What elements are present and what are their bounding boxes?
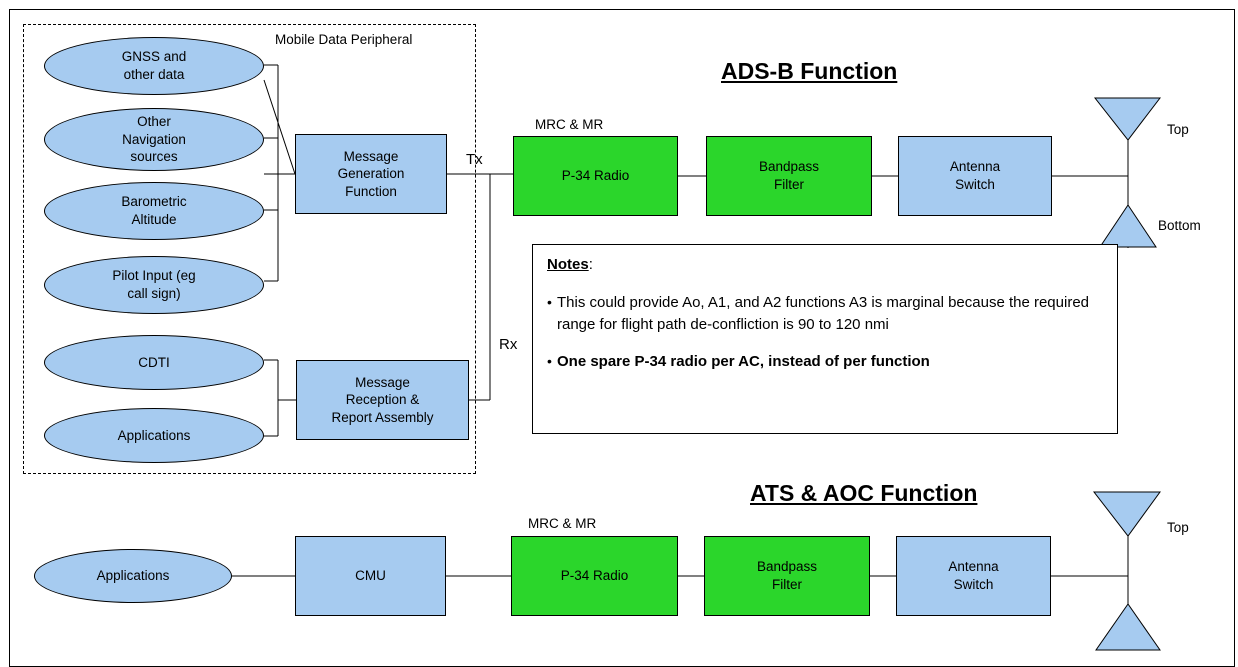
notes-box: Notes: • This could provide Ao, A1, and … [532, 244, 1118, 434]
adsb-bottom-antenna-icon [1099, 204, 1157, 248]
ats-top-label: Top [1167, 520, 1189, 535]
ats-top-antenna-icon [1092, 491, 1161, 537]
adsb-top-label: Top [1167, 122, 1189, 137]
rx-label: Rx [499, 336, 518, 353]
notes-heading: Notes: [547, 254, 1105, 276]
ats-filter-box: Bandpass Filter [704, 536, 870, 616]
other-navigation-ellipse: Other Navigation sources [44, 108, 264, 171]
ats-bottom-antenna-icon [1095, 603, 1161, 651]
ats-applications-ellipse: Applications [34, 549, 232, 603]
gnss-ellipse: GNSS and other data [44, 37, 264, 95]
ats-mrc-label: MRC & MR [528, 516, 597, 531]
ats-switch-box: Antenna Switch [896, 536, 1051, 616]
adsb-title: ADS-B Function [721, 58, 898, 84]
cdti-ellipse: CDTI [44, 335, 264, 390]
ats-title: ATS & AOC Function [750, 480, 978, 506]
mobile-data-peripheral-label: Mobile Data Peripheral [275, 32, 413, 47]
notes-item-2-text: One spare P-34 radio per AC, instead of … [557, 353, 930, 371]
adsb-switch-box: Antenna Switch [898, 136, 1052, 216]
notes-item-2: • One spare P-34 radio per AC, instead o… [547, 351, 1105, 373]
barometric-altitude-ellipse: Barometric Altitude [44, 182, 264, 240]
message-generation-box: Message Generation Function [295, 134, 447, 214]
notes-title: Notes [547, 256, 589, 273]
adsb-radio-box: P-34 Radio [513, 136, 678, 216]
pilot-input-ellipse: Pilot Input (eg call sign) [44, 256, 264, 314]
bullet-icon: • [547, 353, 552, 370]
mobile-data-peripheral-box [23, 24, 476, 474]
notes-colon: : [588, 256, 593, 273]
adsb-bottom-label: Bottom [1158, 218, 1201, 233]
notes-item-1: • This could provide Ao, A1, and A2 func… [547, 292, 1105, 336]
applications-ellipse: Applications [44, 408, 264, 463]
adsb-top-antenna-icon [1093, 97, 1162, 141]
tx-label: Tx [466, 151, 483, 168]
adsb-mrc-label: MRC & MR [535, 117, 604, 132]
adsb-filter-box: Bandpass Filter [706, 136, 872, 216]
ats-radio-box: P-34 Radio [511, 536, 678, 616]
message-reception-box: Message Reception & Report Assembly [296, 360, 469, 440]
bullet-icon: • [547, 293, 552, 310]
cmu-box: CMU [295, 536, 446, 616]
notes-item-1-text: This could provide Ao, A1, and A2 functi… [557, 293, 1090, 333]
